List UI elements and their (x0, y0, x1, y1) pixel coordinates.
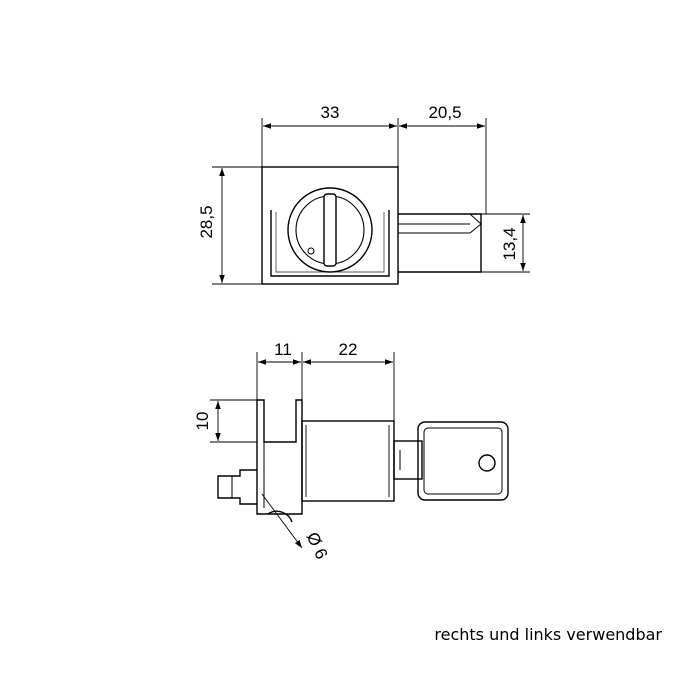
cylinder-outer (287, 187, 373, 273)
dim-label-diameter: Ø 6 (303, 529, 332, 562)
key-head (417, 421, 509, 501)
dim-label-28-5: 28,5 (197, 205, 216, 238)
key-head-inner (423, 427, 503, 495)
inner-pocket (270, 210, 390, 277)
key-hole (478, 454, 496, 472)
dim-line-diameter (261, 493, 303, 549)
top-view (261, 166, 482, 285)
dim-label-13-4: 13,4 (500, 227, 519, 260)
pin-dot (307, 247, 315, 255)
dim-label-33: 33 (321, 103, 340, 122)
latch-bolt-line-4 (469, 223, 482, 234)
dim-label-10: 10 (193, 412, 212, 431)
key-shank (393, 440, 423, 480)
mounting-stud (217, 469, 257, 505)
dim-label-11: 11 (274, 340, 292, 359)
dim-label-22: 22 (339, 340, 358, 359)
top-view-dimensions (212, 118, 530, 285)
housing-outline (261, 166, 399, 285)
side-view-dimensions (210, 352, 395, 549)
latch-bolt-line-3 (469, 213, 482, 225)
side-view (217, 399, 509, 523)
caption-text: rechts und links verwendbar (434, 625, 662, 644)
dim-label-20-5: 20,5 (428, 103, 461, 122)
cam-arc (267, 510, 293, 523)
cylinder-body (301, 420, 395, 502)
flange-plate (256, 399, 303, 515)
key-slot (323, 193, 337, 267)
latch-bolt (398, 213, 482, 273)
